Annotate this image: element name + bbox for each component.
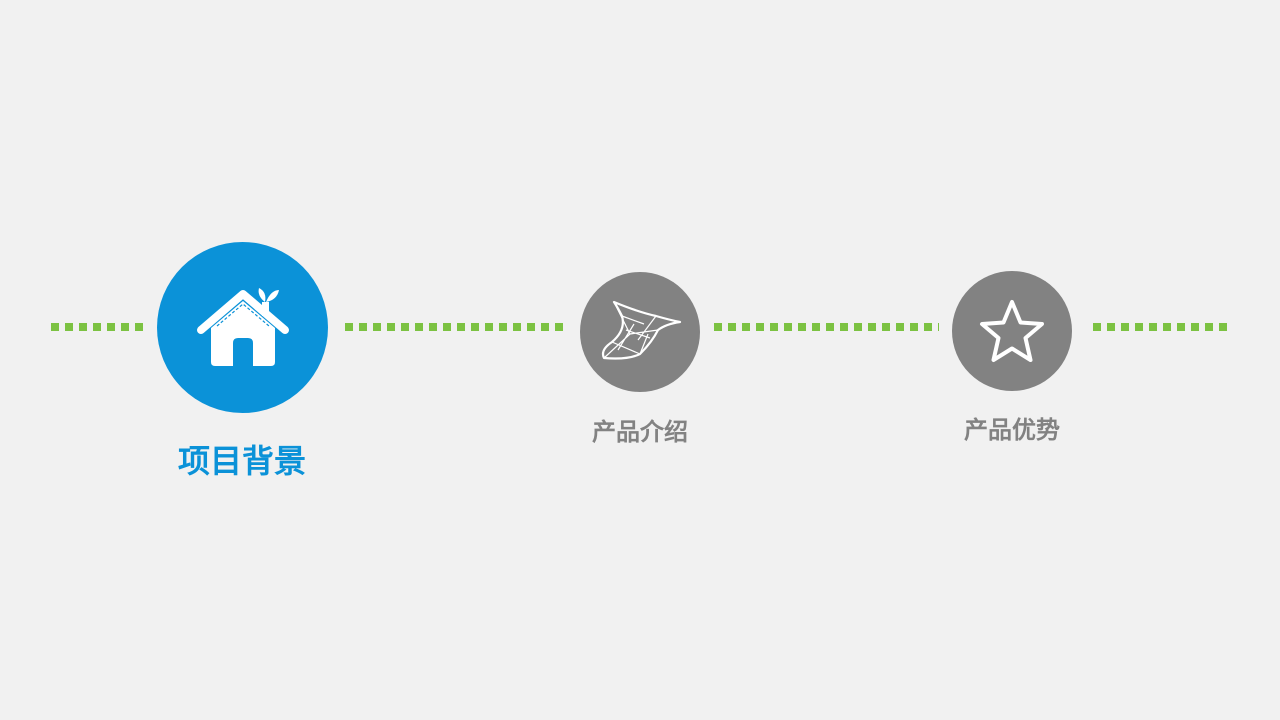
star-icon [978,298,1046,364]
house-icon [196,286,289,370]
sql-server-icon [598,300,682,364]
connector-line [345,323,567,331]
connector-line [714,323,939,331]
step-label[interactable]: 项目背景 [177,442,306,480]
step-circle[interactable] [580,272,700,392]
step-label[interactable]: 产品优势 [964,416,1060,444]
connector-line [1093,323,1233,331]
connector-line [51,323,143,331]
step-circle[interactable] [952,271,1072,391]
step-circle[interactable] [157,242,328,413]
step-label[interactable]: 产品介绍 [592,418,688,446]
